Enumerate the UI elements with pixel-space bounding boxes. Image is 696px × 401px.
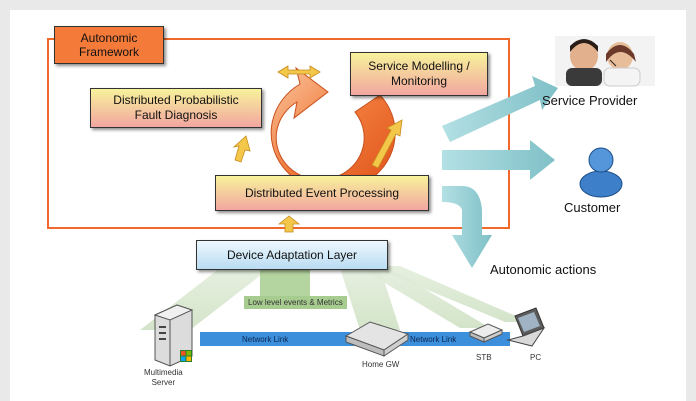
arrow-left-diag — [232, 135, 251, 163]
event-processing-box: Distributed Event Processing — [215, 175, 429, 211]
arrow-to-customer — [442, 140, 555, 180]
diagram-graphics — [47, 36, 655, 367]
diagram-card: Autonomic Framework Distributed Probabil… — [10, 10, 686, 401]
device-adaptation-label: Device Adaptation Layer — [226, 247, 358, 262]
beam-stb — [360, 268, 490, 328]
stb-icon — [468, 323, 504, 343]
pc-label: PC — [530, 353, 542, 362]
windows-logo-icon — [180, 350, 192, 362]
service-modelling-line1: Service Modelling / — [368, 59, 470, 73]
network-link-left-label: Network Link — [242, 335, 289, 344]
home-gw-label: Home GW — [362, 360, 400, 369]
network-link-right-label: Network Link — [410, 335, 457, 344]
framework-label-line2: Framework — [78, 45, 139, 59]
customer-icon — [579, 147, 623, 198]
framework-label: Autonomic Framework — [54, 26, 164, 64]
fault-diagnosis-box: Distributed Probabilistic Fault Diagnosi… — [90, 88, 262, 128]
stb-label: STB — [476, 353, 492, 362]
server-label-line2: Server — [151, 378, 176, 387]
laptop-icon — [506, 307, 546, 347]
arrow-to-provider — [442, 76, 558, 142]
fault-diagnosis-line1: Distributed Probabilistic — [113, 93, 239, 107]
beam-pc — [370, 266, 530, 322]
beam-center — [260, 268, 310, 300]
arrow-to-actions — [442, 186, 492, 268]
fault-diagnosis-line2: Fault Diagnosis — [134, 108, 218, 122]
server-label-line1: Multimedia — [144, 368, 183, 377]
service-provider-label: Service Provider — [542, 93, 638, 108]
service-modelling-box: Service Modelling / Monitoring — [350, 52, 488, 96]
people-photo — [555, 36, 655, 87]
framework-label-line1: Autonomic — [80, 31, 138, 45]
event-processing-label: Distributed Event Processing — [244, 185, 400, 200]
arrow-horizontal — [277, 65, 321, 79]
up-arrow-adaptation — [277, 215, 301, 233]
framework-border — [47, 38, 510, 229]
service-modelling-line2: Monitoring — [390, 74, 448, 88]
customer-label: Customer — [564, 200, 621, 215]
arrow-right-diag — [371, 119, 403, 169]
router-icon — [344, 321, 410, 357]
events-metrics-label: Low level events & Metrics — [244, 296, 347, 309]
beam-homegw — [340, 268, 400, 330]
server-label: Multimedia Server — [144, 368, 183, 388]
autonomic-actions-label: Autonomic actions — [490, 262, 597, 277]
device-adaptation-box: Device Adaptation Layer — [196, 240, 388, 270]
